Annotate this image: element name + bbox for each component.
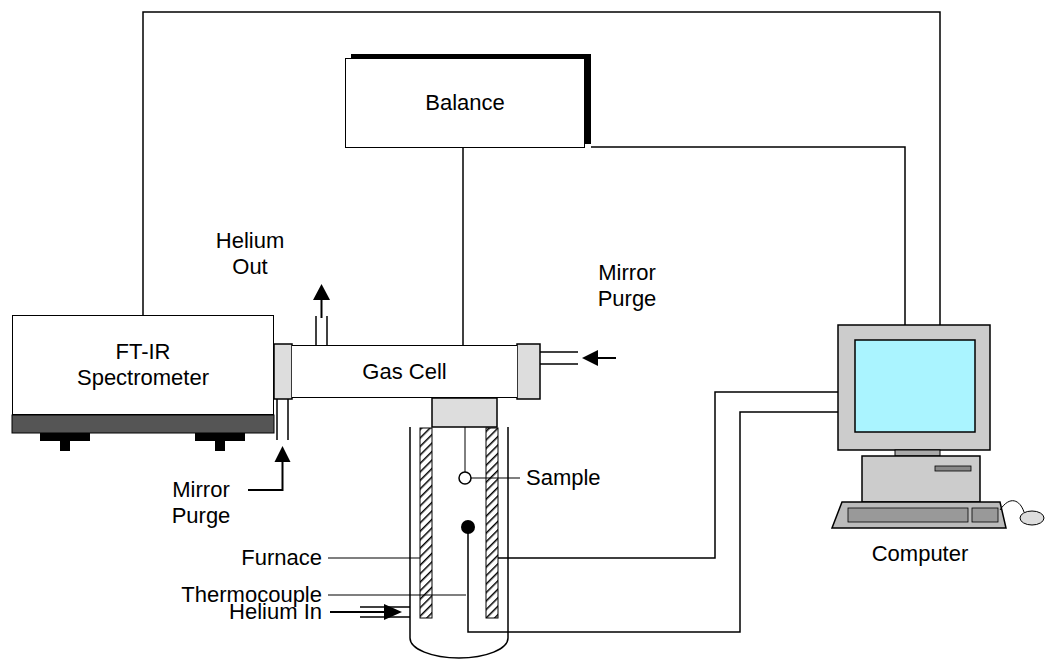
glass-tube [410, 427, 508, 658]
flow-arrow [582, 350, 598, 366]
thermocouple-wire [468, 412, 838, 632]
cell-window [274, 344, 292, 399]
computer-illustration [832, 325, 1044, 528]
connector-line [463, 148, 464, 345]
flow-arrow [275, 446, 291, 462]
node-text: Computer [872, 541, 969, 567]
node-text: Gas Cell [362, 359, 446, 385]
gas-cell: Gas Cell [292, 345, 517, 398]
spectrometer-base [12, 415, 274, 433]
flow-arrow [384, 604, 402, 620]
balance-box: Balance [345, 58, 585, 148]
furnace-wire [498, 392, 838, 558]
leader-line [328, 594, 466, 595]
node-text: Balance [425, 90, 505, 116]
furnace-heater [420, 428, 432, 618]
leader-line [471, 477, 520, 478]
flow-label: Helium In [180, 599, 322, 625]
flow-arrow [313, 284, 330, 300]
spectrometer-foot [195, 433, 245, 441]
part-label: Sample [526, 465, 636, 491]
flow-label: Helium Out [205, 228, 295, 280]
cell-window [517, 344, 540, 399]
spectrometer-foot [60, 441, 70, 451]
spectrometer-box: FT-IR Spectrometer [12, 315, 274, 415]
leader-line [328, 557, 420, 558]
sample-pan [459, 472, 471, 484]
spectrometer-foot [40, 433, 90, 441]
node-text: FT-IR Spectrometer [68, 339, 218, 391]
flow-label: Mirror Purge [156, 477, 246, 529]
connector-line [143, 12, 940, 325]
computer-node: Computer [826, 325, 1014, 575]
flow-label: Mirror Purge [582, 260, 672, 312]
part-label: Furnace [200, 545, 322, 571]
spectrometer-foot [215, 441, 225, 451]
furnace-heater [486, 428, 498, 618]
furnace-mount [432, 398, 497, 427]
